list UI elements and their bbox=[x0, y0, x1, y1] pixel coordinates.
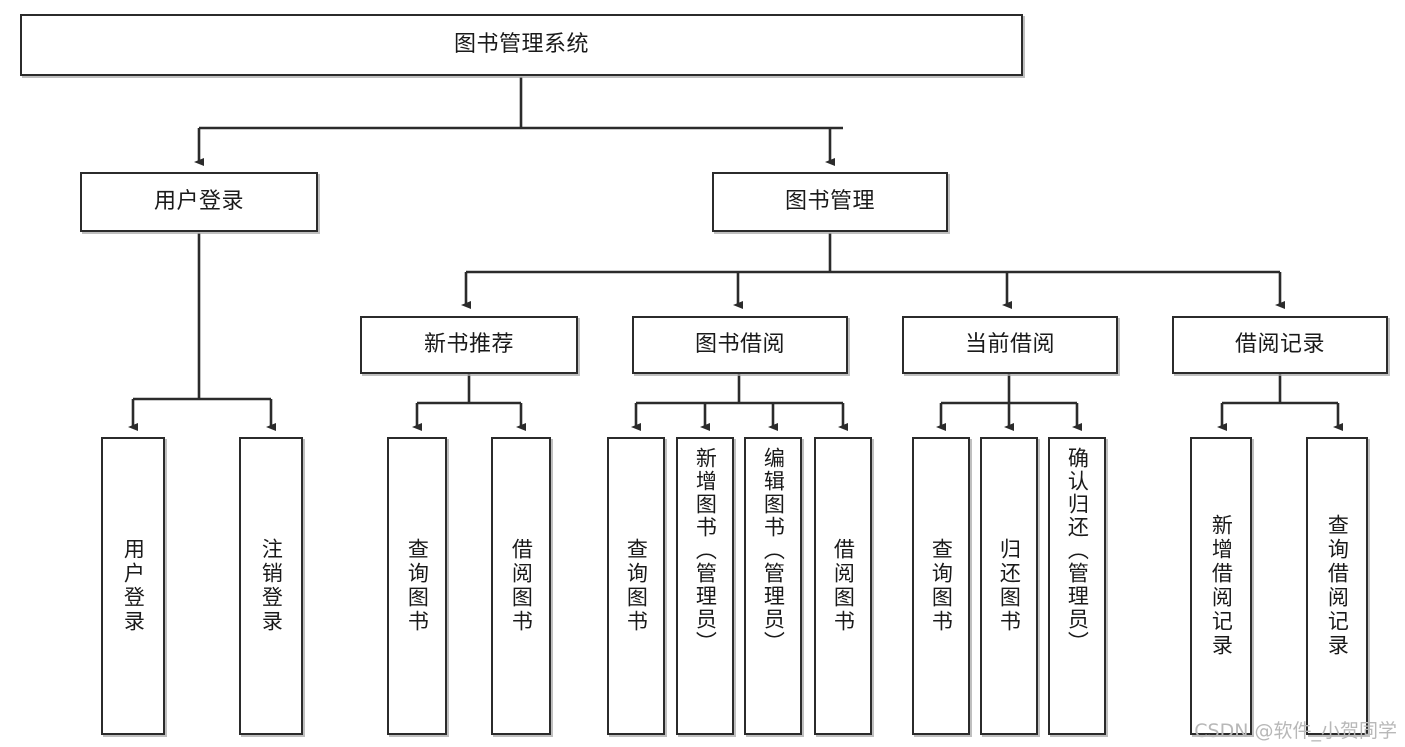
leaf-borrow-book-1-label: 借阅图书 bbox=[509, 538, 534, 634]
leaf-query-book-2[interactable]: 查询图书 bbox=[607, 437, 665, 735]
leaf-add-record-label: 新增借阅记录 bbox=[1209, 514, 1234, 658]
leaf-edit-book-label: 编辑图书（管理员） bbox=[761, 447, 786, 654]
leaf-return-book[interactable]: 归还图书 bbox=[980, 437, 1038, 735]
node-user-login-label: 用户登录 bbox=[153, 189, 244, 215]
leaf-query-book-3-label: 查询图书 bbox=[929, 538, 954, 634]
node-borrow-record[interactable]: 借阅记录 bbox=[1172, 316, 1388, 374]
node-borrow-record-label: 借阅记录 bbox=[1234, 332, 1325, 358]
leaf-edit-book[interactable]: 编辑图书（管理员） bbox=[744, 437, 802, 735]
leaf-query-book-3[interactable]: 查询图书 bbox=[912, 437, 970, 735]
leaf-add-book[interactable]: 新增图书（管理员） bbox=[676, 437, 734, 735]
leaf-query-record-label: 查询借阅记录 bbox=[1325, 514, 1350, 658]
leaf-query-book-1-label: 查询图书 bbox=[405, 538, 430, 634]
node-root[interactable]: 图书管理系统 bbox=[20, 14, 1023, 76]
leaf-user-login[interactable]: 用户登录 bbox=[101, 437, 165, 735]
node-book-manage-label: 图书管理 bbox=[784, 189, 875, 215]
node-root-label: 图书管理系统 bbox=[453, 32, 589, 58]
node-book-borrow[interactable]: 图书借阅 bbox=[632, 316, 848, 374]
leaf-query-book-1[interactable]: 查询图书 bbox=[387, 437, 447, 735]
node-book-borrow-label: 图书借阅 bbox=[694, 332, 785, 358]
leaf-query-book-2-label: 查询图书 bbox=[624, 538, 649, 634]
leaf-confirm-return-label: 确认归还（管理员） bbox=[1065, 447, 1090, 654]
leaf-borrow-book-2[interactable]: 借阅图书 bbox=[814, 437, 872, 735]
leaf-confirm-return[interactable]: 确认归还（管理员） bbox=[1048, 437, 1106, 735]
leaf-user-login-label: 用户登录 bbox=[121, 538, 146, 634]
node-current-borrow[interactable]: 当前借阅 bbox=[902, 316, 1118, 374]
leaf-borrow-book-2-label: 借阅图书 bbox=[831, 538, 856, 634]
leaf-borrow-book-1[interactable]: 借阅图书 bbox=[491, 437, 551, 735]
node-new-book-recommend[interactable]: 新书推荐 bbox=[360, 316, 578, 374]
leaf-return-book-label: 归还图书 bbox=[997, 538, 1022, 634]
leaf-query-record[interactable]: 查询借阅记录 bbox=[1306, 437, 1368, 735]
node-current-borrow-label: 当前借阅 bbox=[964, 332, 1055, 358]
leaf-add-record[interactable]: 新增借阅记录 bbox=[1190, 437, 1252, 735]
csdn-watermark: CSDN @软件_小贺同学 bbox=[1194, 720, 1397, 742]
leaf-logout[interactable]: 注销登录 bbox=[239, 437, 303, 735]
leaf-add-book-label: 新增图书（管理员） bbox=[693, 447, 718, 654]
leaf-logout-label: 注销登录 bbox=[259, 538, 284, 634]
node-user-login[interactable]: 用户登录 bbox=[80, 172, 318, 232]
node-new-book-recommend-label: 新书推荐 bbox=[423, 332, 514, 358]
node-book-manage[interactable]: 图书管理 bbox=[712, 172, 948, 232]
